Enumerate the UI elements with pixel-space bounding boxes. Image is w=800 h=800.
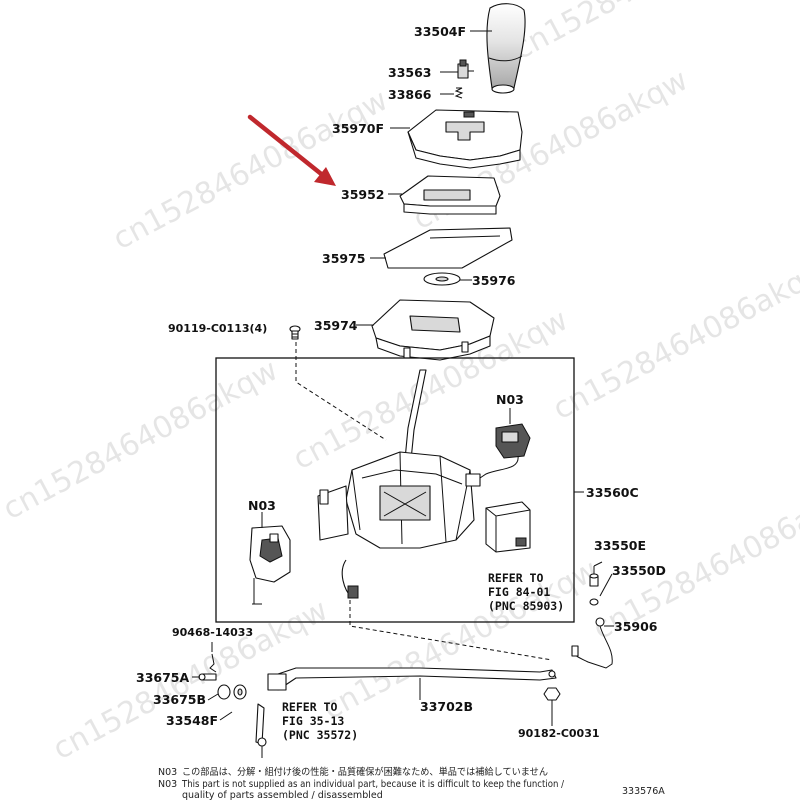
label-35975: 35975: [322, 251, 366, 266]
ref-fig-84-01-line2: FIG 84-01: [488, 585, 550, 599]
ref-fig-84-01-line1: REFER TO: [488, 571, 543, 585]
watermark: cn1528464086akqw cn1528464086akqw cn1528…: [0, 0, 800, 767]
label-33560C: 33560C: [586, 485, 639, 500]
svg-text:cn1528464086akqw: cn1528464086akqw: [507, 0, 793, 67]
housing-35974: [371, 299, 495, 361]
ref-fig-84-01-line3: (PNC 85903): [488, 599, 564, 613]
footnote: N03 この部品は、分解・組付け後の性能・品質確保が困難なため、単品では補給して…: [158, 766, 565, 800]
n03-upper-module: [465, 423, 531, 487]
footnote-japanese: この部品は、分解・組付け後の性能・品質確保が困難なため、単品では補給していません: [182, 766, 548, 778]
footnote-english-2: quality of parts assembled / disassemble…: [182, 790, 383, 800]
shift-knob-33504F: [486, 3, 526, 94]
label-n03-lower: N03: [248, 498, 276, 513]
bezel-35970F: [407, 109, 523, 169]
ref-fig-35-13-line1: REFER TO: [282, 700, 337, 714]
bushing-33675B: [217, 684, 247, 700]
indicator-plate-35952: [399, 175, 501, 215]
pointer-arrow: [247, 114, 336, 186]
label-35976: 35976: [472, 273, 516, 288]
figure-id: 333576A: [622, 786, 665, 797]
label-33504F: 33504F: [414, 24, 466, 39]
clip-33550D: [589, 598, 599, 606]
shift-lever-assembly: [317, 369, 475, 599]
svg-text:cn1528464086akqw: cn1528464086akqw: [0, 353, 284, 527]
footnote-english: This part is not supplied as an individu…: [181, 779, 565, 790]
label-33563: 33563: [388, 65, 432, 80]
rod-33702B: [267, 667, 557, 691]
label-33548F: 33548F: [166, 713, 218, 728]
clip-90468: [209, 653, 217, 673]
ref-fig-35-13-line2: FIG 35-13: [282, 714, 344, 728]
assembly-box-33560C: [215, 357, 575, 623]
label-35974: 35974: [314, 318, 358, 333]
svg-text:cn1528464086akqw: cn1528464086akqw: [547, 253, 800, 427]
clip-33563: [457, 59, 474, 79]
nut-90182: [543, 687, 561, 726]
spring-33866: [454, 87, 464, 99]
screw-90119: [289, 325, 301, 340]
label-33550E: 33550E: [594, 538, 646, 553]
label-90468: 90468-14033: [172, 626, 253, 639]
label-35906: 35906: [614, 619, 658, 634]
n03-lower-module: [249, 525, 291, 605]
label-33675A: 33675A: [136, 670, 189, 685]
slide-plate-35975: [383, 227, 513, 269]
label-90119: 90119-C0113(4): [168, 322, 267, 335]
pin-33675A: [198, 673, 217, 681]
control-box: [485, 501, 531, 553]
bushing-33550E: [589, 573, 599, 587]
bracket-33548F: [255, 703, 267, 747]
label-35970F: 35970F: [332, 121, 384, 136]
svg-text:N03: N03: [158, 779, 177, 790]
label-33550D: 33550D: [612, 563, 666, 578]
ref-fig-35-13-line3: (PNC 35572): [282, 728, 358, 742]
svg-text:cn1528464086akqw: cn1528464086akqw: [107, 83, 393, 257]
cable-35906: [571, 617, 613, 669]
svg-text:N03: N03: [158, 767, 177, 778]
label-33675B: 33675B: [153, 692, 206, 707]
label-35952: 35952: [341, 187, 385, 202]
washer-35976: [423, 272, 461, 286]
label-90182: 90182-C0031: [518, 727, 600, 740]
label-33702B: 33702B: [420, 699, 473, 714]
label-33866: 33866: [388, 87, 432, 102]
label-n03-upper: N03: [496, 392, 524, 407]
